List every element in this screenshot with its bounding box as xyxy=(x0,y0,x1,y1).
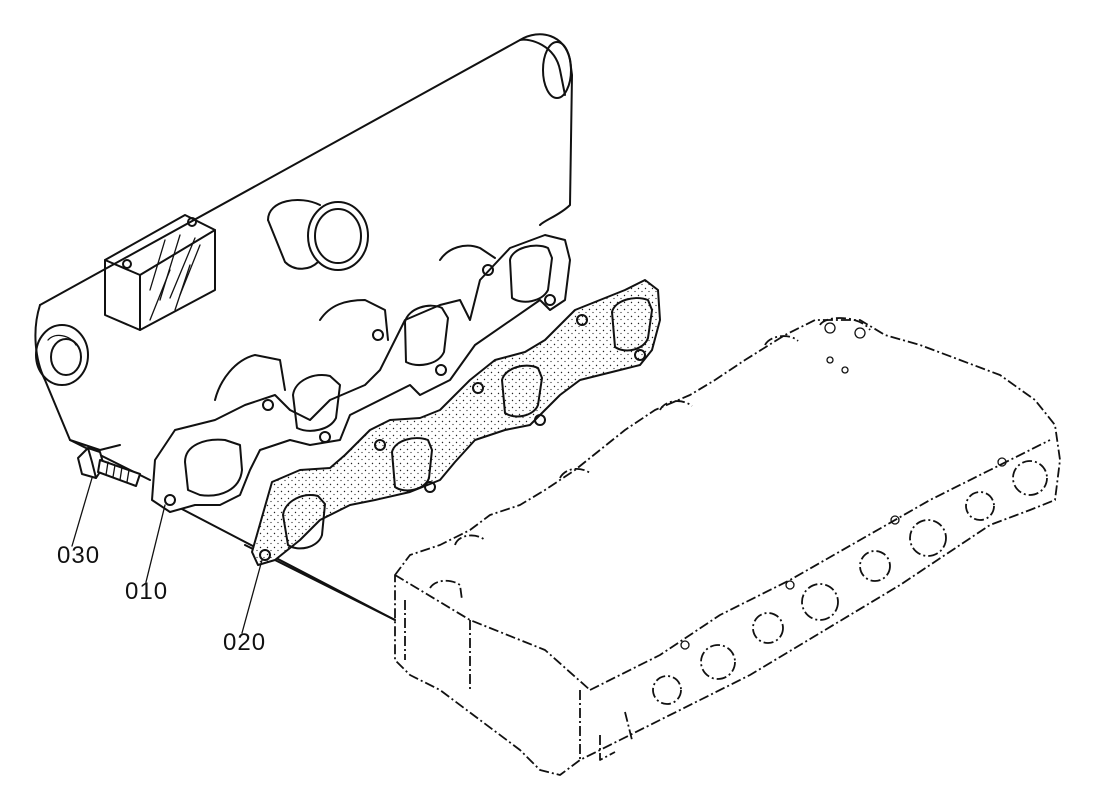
gasket-part xyxy=(251,279,661,566)
callout-label-manifold: 010 xyxy=(125,578,169,605)
cylinder-head-part xyxy=(394,317,1061,776)
callout-label-gasket: 020 xyxy=(223,629,267,656)
leader-010 xyxy=(145,504,166,583)
callout-label-bolt: 030 xyxy=(57,542,101,569)
bolt-part xyxy=(77,447,141,487)
callout-leaders xyxy=(71,477,263,634)
leader-030 xyxy=(71,477,93,547)
leader-020 xyxy=(241,559,263,634)
manifold-part xyxy=(151,234,571,513)
